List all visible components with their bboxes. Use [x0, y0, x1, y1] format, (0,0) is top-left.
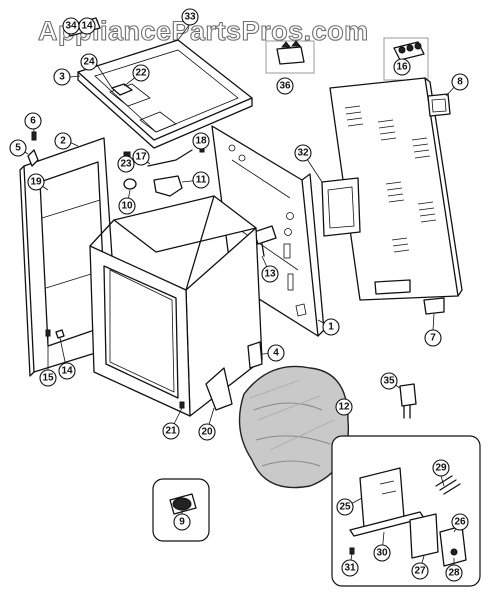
svg-text:26: 26: [454, 517, 466, 528]
svg-text:17: 17: [135, 152, 147, 163]
svg-text:16: 16: [396, 62, 408, 73]
screw-part-21: [179, 401, 185, 409]
svg-text:28: 28: [448, 568, 460, 579]
svg-text:10: 10: [121, 201, 133, 212]
plate-part-27: [409, 513, 439, 559]
svg-text:2: 2: [60, 136, 66, 147]
svg-text:29: 29: [435, 463, 447, 474]
bracket-part-7: [423, 297, 445, 315]
screw-part-6: [31, 131, 37, 141]
svg-text:24: 24: [83, 57, 95, 68]
callout-11: 11: [192, 171, 210, 189]
svg-text:35: 35: [383, 376, 395, 387]
inset-part-9: [152, 478, 210, 542]
svg-text:33: 33: [184, 12, 196, 23]
callout-14-top: 14: [78, 17, 96, 35]
svg-text:12: 12: [338, 402, 350, 413]
callout-17: 17: [132, 148, 150, 166]
callout-36: 36: [276, 77, 294, 95]
svg-text:32: 32: [297, 148, 309, 159]
callout-21: 21: [162, 422, 180, 440]
callout-22: 22: [132, 64, 150, 82]
callout-7: 7: [424, 329, 442, 347]
svg-text:31: 31: [344, 563, 356, 574]
callout-27: 27: [411, 562, 429, 580]
callout-14-left: 14: [58, 362, 76, 380]
svg-text:7: 7: [430, 333, 436, 344]
callout-3: 3: [53, 68, 71, 86]
callout-32: 32: [294, 144, 312, 162]
screw-part-15: [45, 329, 51, 337]
svg-text:11: 11: [196, 175, 207, 186]
svg-text:23: 23: [120, 159, 132, 170]
svg-text:8: 8: [457, 77, 463, 88]
callout-35: 35: [380, 372, 398, 390]
callout-1: 1: [322, 318, 340, 336]
callout-5: 5: [9, 139, 27, 157]
callout-34: 34: [62, 17, 80, 35]
callout-23: 23: [117, 155, 135, 173]
svg-text:36: 36: [279, 81, 291, 92]
svg-text:3: 3: [59, 72, 65, 83]
svg-text:13: 13: [264, 269, 276, 280]
callout-13: 13: [261, 265, 279, 283]
svg-text:6: 6: [30, 116, 36, 127]
svg-text:4: 4: [273, 348, 279, 359]
callout-25: 25: [336, 498, 354, 516]
callout-6: 6: [24, 112, 42, 130]
svg-text:25: 25: [339, 502, 351, 513]
svg-text:34: 34: [65, 21, 77, 32]
callout-18: 18: [192, 132, 210, 150]
clip-part-5: [27, 149, 39, 167]
callout-16: 16: [393, 58, 411, 76]
switch-part-35: [399, 383, 417, 419]
callout-30: 30: [373, 544, 391, 562]
oven-cavity: [89, 195, 263, 417]
svg-text:30: 30: [376, 548, 388, 559]
callout-20: 20: [198, 423, 216, 441]
callout-8: 8: [451, 73, 469, 91]
svg-text:15: 15: [42, 373, 54, 384]
bracket-part-4: [247, 341, 263, 369]
rod-part-17: [147, 149, 193, 167]
callout-31: 31: [341, 559, 359, 577]
cover-plate-part-8: [427, 93, 451, 117]
callout-26: 26: [451, 513, 469, 531]
callout-12: 12: [335, 398, 353, 416]
rear-panel: [321, 77, 463, 301]
svg-text:21: 21: [165, 426, 177, 437]
callout-10: 10: [118, 197, 136, 215]
svg-text:1: 1: [328, 322, 334, 333]
callout-15: 15: [39, 369, 57, 387]
callout-2: 2: [54, 132, 72, 150]
callout-29: 29: [432, 459, 450, 477]
svg-text:14: 14: [81, 21, 93, 32]
svg-text:19: 19: [30, 177, 42, 188]
svg-text:20: 20: [201, 427, 213, 438]
svg-text:9: 9: [179, 517, 185, 528]
svg-text:22: 22: [135, 68, 147, 79]
svg-text:5: 5: [15, 143, 21, 154]
svg-text:18: 18: [195, 136, 207, 147]
callout-19: 19: [27, 173, 45, 191]
svg-text:27: 27: [414, 566, 426, 577]
callout-4: 4: [267, 344, 285, 362]
spring-part-29: [435, 475, 461, 495]
knob-part-10: [123, 178, 137, 190]
latch-part-26: [439, 525, 467, 567]
svg-text:14: 14: [61, 366, 73, 377]
callout-9: 9: [173, 513, 191, 531]
callout-28: 28: [445, 564, 463, 582]
screw-part-31: [349, 547, 355, 555]
bracket-part-11: [153, 175, 183, 197]
callout-33: 33: [181, 8, 199, 26]
relay-part-36: [265, 40, 315, 74]
top-panel: [77, 39, 253, 149]
hinge-part-20: [205, 367, 233, 411]
callout-24: 24: [80, 53, 98, 71]
clip-part-14: [55, 329, 65, 339]
terminal-block-part-16: [383, 37, 429, 81]
